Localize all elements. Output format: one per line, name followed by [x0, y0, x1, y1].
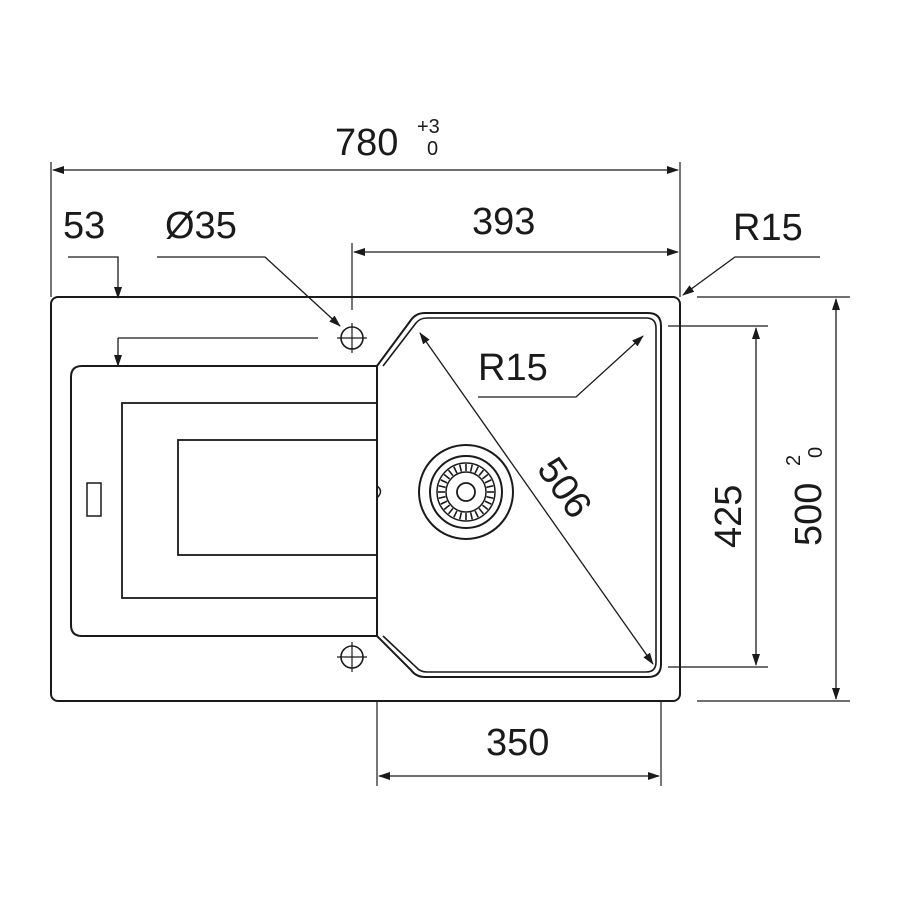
drain-icon	[418, 444, 514, 540]
strainer-slot	[458, 464, 463, 472]
corner-radius-outer-label: R15	[733, 207, 803, 249]
dimension-overall-width: 780 +3 0	[335, 116, 440, 164]
strainer-slot	[458, 512, 463, 520]
strainer-slot	[484, 479, 492, 484]
strainer-slot	[484, 500, 492, 505]
strainer-slot	[478, 507, 485, 515]
bowl-diagonal-label: 506	[529, 450, 600, 526]
strainer-slot	[440, 500, 448, 505]
overall-depth-tol-upper: 2	[783, 455, 805, 466]
extension-lines	[50, 162, 850, 786]
strainer-slot	[440, 479, 448, 484]
strainer-slot	[443, 504, 451, 511]
strainer-slot	[474, 510, 479, 518]
strainer-slot	[481, 473, 489, 480]
corner-radius-bowl-label: R15	[478, 347, 548, 389]
strainer-slot	[438, 495, 446, 500]
drainer-area	[70, 365, 382, 637]
dimension-overall-depth: 500 2 0	[783, 447, 830, 546]
bowl-offset-label: 393	[472, 201, 535, 243]
strainer-slot	[453, 466, 458, 474]
strainer-slot	[486, 484, 494, 489]
dimension-lines	[52, 166, 840, 780]
strainer-slot	[447, 469, 454, 477]
strainer-slot	[478, 469, 485, 477]
strainer-slot	[481, 504, 489, 511]
hole-diameter-label: Ø35	[165, 205, 237, 247]
strainer-slot	[443, 473, 451, 480]
overall-width-tol-upper: +3	[417, 116, 440, 138]
strainer-slot	[469, 512, 474, 520]
bowl	[376, 312, 662, 678]
bowl-width-label: 350	[486, 722, 549, 764]
edge-offset-label: 53	[63, 205, 105, 247]
overall-depth-value: 500	[788, 483, 830, 546]
tap-hole-icon	[337, 323, 367, 353]
bowl-depth-label: 425	[708, 485, 750, 548]
strainer-slot	[447, 507, 454, 515]
sink-outline	[50, 296, 681, 702]
strainer-slot	[474, 466, 479, 474]
overall-depth-tol-lower: 0	[805, 447, 827, 458]
overall-width-tol-lower: 0	[427, 138, 438, 160]
strainer-slot	[486, 495, 494, 500]
strainer-slot	[469, 464, 474, 472]
overall-width-value: 780	[335, 122, 398, 164]
strainer-slot	[438, 484, 446, 489]
tap-hole-icon	[337, 642, 367, 672]
strainer-slot	[453, 510, 458, 518]
